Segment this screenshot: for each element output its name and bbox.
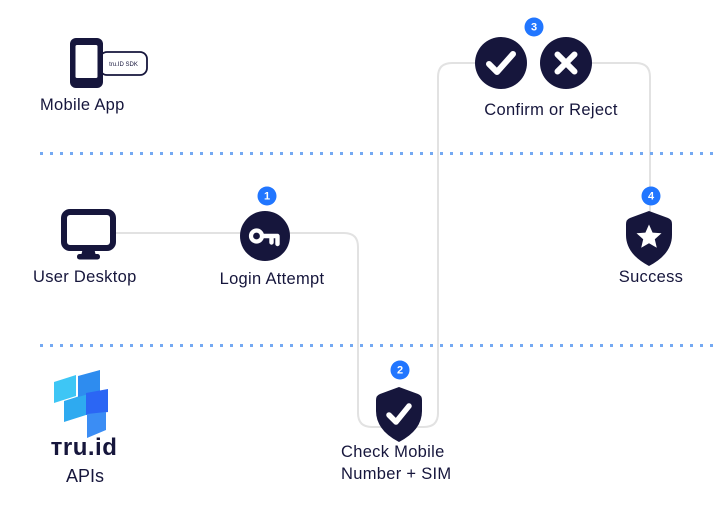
step-badge-4: 4 [641,186,661,206]
shield-check-icon [376,387,422,442]
mobile-app-label: Mobile App [40,96,125,114]
login-attempt-label: Login Attempt [219,270,325,288]
success-label: Success [618,268,684,286]
step-badge-3: 3 [524,17,544,37]
reject-x-icon [540,37,592,89]
truid-logo-mark [54,370,108,438]
connector-path-main [116,62,478,428]
check-mobile-label-line2: Number + SIM [341,465,452,483]
check-mobile-label: Check Mobile Number + SIM [341,441,451,485]
apis-label: APIs [65,466,105,486]
lane-divider-top [40,152,714,155]
connector-path-success [590,62,651,212]
truid-wordmark: тru.id [50,434,118,461]
step-badge-1: 1 [257,186,277,206]
shield-star-icon [626,211,672,266]
desktop-icon [61,209,116,260]
mobile-phone-icon: tru.ID SDK [70,38,148,88]
confirm-check-icon [475,37,527,89]
check-mobile-label-line1: Check Mobile [341,443,445,461]
user-desktop-label: User Desktop [33,268,137,286]
sdk-tag-label: tru.ID SDK [109,62,138,68]
confirm-or-reject-label: Confirm or Reject [484,101,618,119]
step-badge-2: 2 [390,360,410,380]
lane-divider-bottom [40,344,714,347]
key-icon [240,211,290,261]
